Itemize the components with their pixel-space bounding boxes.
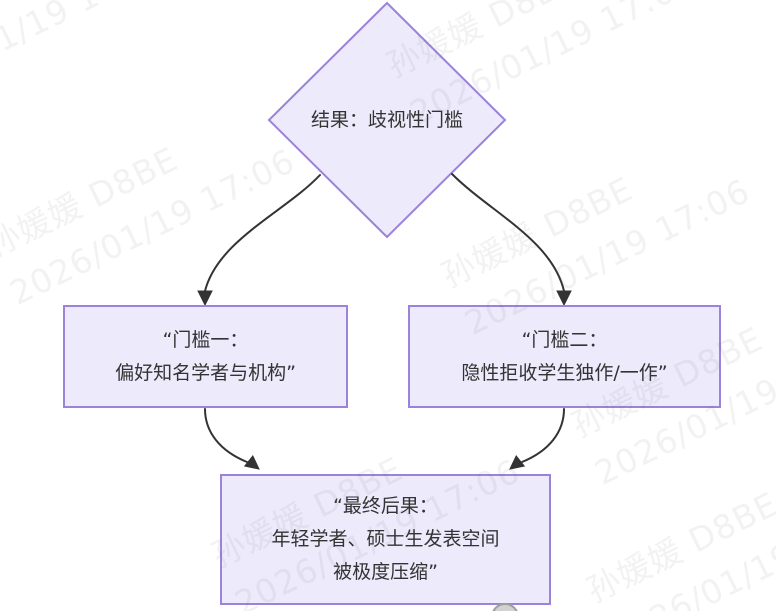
node-label-line: 结果：歧视性门槛 — [310, 108, 463, 131]
node-label-line: “门槛一： — [162, 328, 249, 351]
outcome-node: “最终后果： 年轻学者、硕士生发表空间 被极度压缩” — [220, 474, 551, 605]
node-label-line: 年轻学者、硕士生发表空间 — [271, 528, 500, 550]
edge-threshold2-outcome — [509, 408, 565, 470]
decision-diamond-shape — [267, 1, 507, 239]
edge-threshold1-outcome — [204, 408, 260, 470]
edge-decision-threshold2 — [451, 173, 572, 307]
decision-node-label: 结果：歧视性门槛 — [269, 20, 505, 220]
threshold1-node: “门槛一： 偏好知名学者与机构” — [63, 305, 348, 408]
edge-decision-threshold1 — [197, 174, 321, 307]
node-label-line: 被极度压缩” — [333, 561, 438, 583]
node-label-line: 偏好知名学者与机构” — [115, 361, 296, 384]
node-label-line: “门槛二： — [521, 328, 608, 351]
node-label-line: “最终后果： — [333, 495, 438, 517]
node-label-line: 隐性拒收学生独作/一作” — [461, 361, 668, 384]
threshold2-node: “门槛二： 隐性拒收学生独作/一作” — [408, 305, 721, 408]
